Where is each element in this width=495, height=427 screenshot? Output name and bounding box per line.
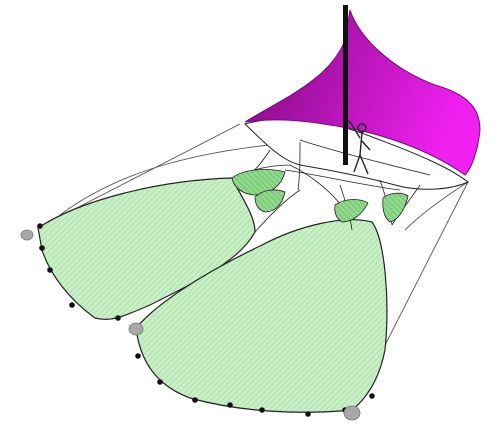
sinker-dot	[115, 315, 121, 321]
sinker-dot	[69, 302, 75, 308]
sinker-dot	[192, 397, 198, 403]
net-pocket-4	[383, 193, 408, 222]
sinker-dot	[305, 411, 311, 417]
sinker-dot	[37, 223, 43, 229]
net-pocket-2	[255, 190, 285, 212]
mast	[343, 5, 348, 165]
sinker-dot	[157, 379, 163, 385]
sinker-dot	[227, 402, 233, 408]
sinker-dot	[39, 245, 45, 251]
sinker-dot	[259, 407, 265, 413]
sinker-dot	[369, 393, 375, 399]
buoy	[129, 323, 143, 335]
buoy	[21, 230, 33, 240]
net-pocket-3	[335, 199, 368, 222]
buoy	[344, 406, 360, 420]
sinker-dot	[47, 267, 53, 273]
sinker-dot	[135, 353, 141, 359]
